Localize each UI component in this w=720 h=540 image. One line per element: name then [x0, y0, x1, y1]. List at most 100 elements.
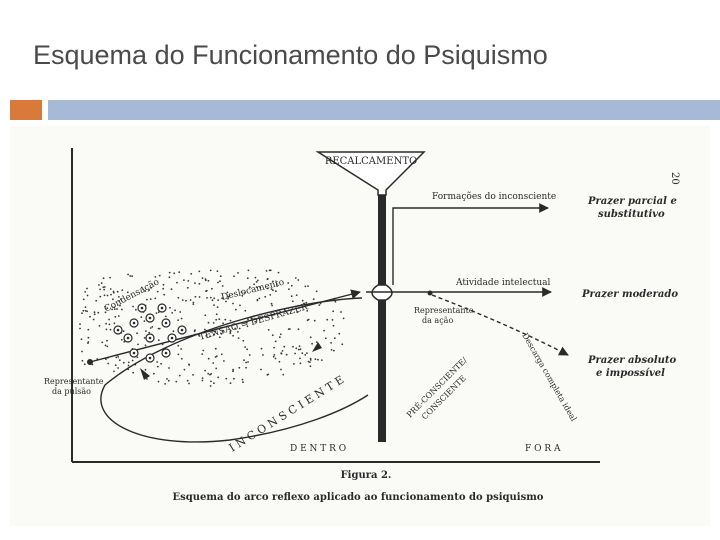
loop-arrowhead-left	[140, 368, 150, 380]
stipple-dot	[100, 282, 103, 284]
stipple-dot	[270, 302, 273, 305]
stipple-dot	[106, 294, 109, 297]
stipple-dot	[232, 302, 234, 305]
stipple-dot	[289, 328, 291, 330]
stipple-dot	[215, 367, 218, 370]
stipple-dot	[135, 308, 137, 311]
barrier-lower	[378, 300, 386, 442]
stipple-dot	[109, 288, 112, 290]
stipple-dot	[338, 332, 341, 335]
stipple-dot	[278, 360, 281, 363]
title-accent-blue-bar	[48, 100, 720, 120]
stipple-dot	[181, 299, 184, 301]
cluster-node-center	[132, 321, 136, 325]
stipple-dot	[279, 333, 282, 336]
stipple-dot	[309, 336, 312, 339]
stipple-dot	[229, 330, 232, 333]
stipple-dot	[221, 285, 224, 287]
stipple-dot	[132, 305, 135, 308]
stipple-dot	[256, 279, 259, 282]
stipple-dot	[235, 308, 237, 311]
stipple-dot	[117, 296, 120, 298]
pulsao-node	[87, 359, 93, 365]
stipple-dot	[205, 335, 208, 337]
stipple-dot	[148, 289, 151, 291]
stipple-dot	[146, 298, 148, 301]
stipple-dot	[333, 349, 335, 352]
unconscious-dot-field	[79, 269, 345, 387]
stipple-dot	[242, 381, 244, 384]
stipple-dot	[280, 368, 282, 371]
stipple-dot	[332, 310, 335, 313]
stipple-dot	[256, 299, 259, 302]
stipple-dot	[157, 327, 160, 330]
stipple-dot	[218, 318, 221, 321]
stipple-dot	[275, 290, 277, 293]
stipple-dot	[334, 300, 337, 303]
stipple-dot	[213, 382, 215, 385]
stipple-dot	[217, 281, 219, 284]
descarga-dashed-arrow	[431, 294, 569, 356]
stipple-dot	[266, 278, 269, 280]
stipple-dot	[137, 343, 139, 346]
stipple-dot	[120, 338, 123, 341]
loop-arrowhead-right	[312, 342, 322, 352]
stipple-dot	[238, 327, 241, 330]
prazer-moderado-label: Prazer moderado	[581, 289, 678, 300]
stipple-dot	[143, 337, 146, 339]
stipple-dot	[248, 286, 251, 289]
stipple-dot	[290, 284, 293, 287]
stipple-dot	[243, 359, 245, 362]
stipple-dot	[292, 345, 294, 348]
stipple-dot	[136, 356, 139, 359]
stipple-dot	[246, 348, 249, 351]
stipple-dot	[215, 313, 218, 316]
stipple-dot	[293, 363, 295, 365]
stipple-dot	[255, 281, 258, 283]
stipple-dot	[92, 318, 95, 321]
stipple-dot	[209, 296, 212, 299]
stipple-dot	[163, 293, 166, 296]
stipple-dot	[267, 329, 270, 331]
stipple-dot	[121, 289, 124, 291]
stipple-dot	[246, 322, 248, 324]
stipple-dot	[180, 348, 183, 350]
stipple-dot	[306, 310, 309, 312]
stipple-dot	[177, 353, 180, 356]
stipple-dot	[266, 287, 269, 290]
stipple-dot	[79, 327, 81, 330]
stipple-dot	[227, 297, 230, 300]
stipple-dot	[294, 277, 297, 279]
stipple-dot	[118, 359, 121, 362]
stipple-dot	[185, 299, 187, 302]
stipple-dot	[106, 345, 109, 348]
stipple-dot	[259, 286, 262, 289]
stipple-dot	[117, 315, 120, 317]
stipple-dot	[180, 357, 183, 360]
stipple-dot	[153, 372, 155, 375]
stipple-dot	[158, 274, 161, 277]
stipple-dot	[297, 348, 300, 351]
stipple-dot	[106, 339, 108, 342]
stipple-dot	[301, 299, 304, 302]
stipple-dot	[175, 380, 178, 383]
stipple-dot	[241, 378, 244, 381]
stipple-dot	[217, 376, 220, 379]
stipple-dot	[272, 355, 275, 358]
stipple-dot	[104, 305, 107, 308]
stipple-dot	[237, 331, 239, 333]
cluster-node-center	[160, 306, 164, 310]
stipple-dot	[271, 334, 274, 337]
stipple-dot	[246, 277, 249, 280]
stipple-dot	[127, 273, 129, 276]
stipple-dot	[297, 328, 300, 331]
stipple-dot	[110, 293, 112, 296]
stipple-dot	[205, 290, 207, 293]
stipple-dot	[298, 345, 301, 348]
stipple-dot	[113, 306, 116, 309]
stipple-dot	[323, 329, 325, 332]
stipple-dot	[192, 301, 195, 304]
stipple-dot	[201, 377, 204, 379]
stipple-dot	[324, 337, 327, 340]
stipple-dot	[233, 377, 235, 380]
